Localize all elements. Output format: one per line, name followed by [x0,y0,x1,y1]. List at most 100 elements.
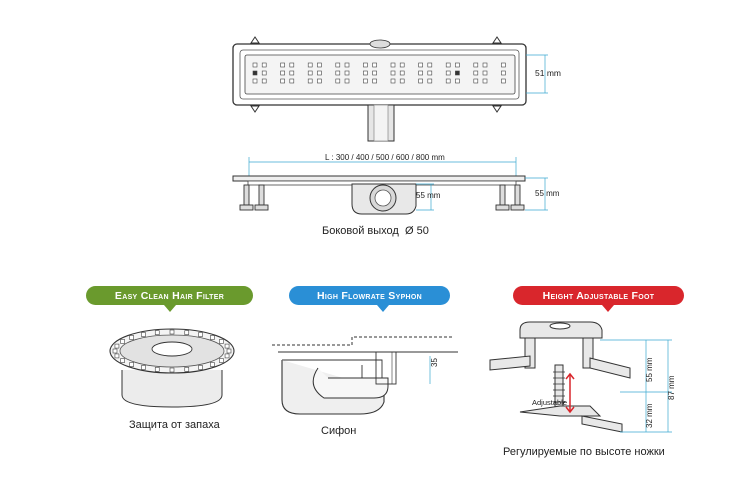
grate-slot [427,70,433,76]
grate-slot [482,62,488,68]
filter-slot [210,335,215,340]
filter-slot [154,367,160,372]
grate-slot [390,70,396,76]
filter-slot [129,362,134,367]
filter-slot [169,367,175,373]
grate-slot [317,78,322,84]
feature-title: High Flowrate Syphon [316,289,423,302]
grate-slot [317,70,322,76]
filter-slot [198,332,203,337]
filter-slot [120,339,125,344]
filter-slot [210,362,215,367]
feet-height-dimension: 55 mm [535,189,560,198]
grate-slot [280,78,285,84]
foot-dimension-b: 32 mm [645,403,654,428]
grate-slot [455,70,460,76]
grate-slot [390,78,396,84]
grate-slot [418,78,423,84]
filter-slot [219,339,224,344]
grate-slot [363,62,368,68]
badge-pointer [164,305,176,312]
adjustable-label: Adjustable [532,398,568,407]
grate-slot [372,62,377,68]
outlet-height-dimension: 55 mm [416,191,441,200]
grate-slot [473,70,479,76]
grate-slot [307,78,313,84]
grate-slot [289,70,295,76]
grate-slot [473,78,479,84]
grate-slot [261,62,267,68]
hair-filter-caption: Защита от запаха [129,419,220,431]
grate-slot [372,70,377,76]
filter-slot [169,329,175,335]
badge-pointer [377,305,389,312]
top-width-dimension: 51 mm [535,68,561,78]
length-dimension: L : 300 / 400 / 500 / 600 / 800 mm [325,153,445,162]
grate-slot [363,78,368,84]
grate-slot [372,78,377,84]
filter-slot [184,330,190,335]
grate-slot [482,78,488,84]
grate-slot [427,78,433,84]
grate-slot [307,70,313,76]
grate-slot [399,70,405,76]
feature-badge-adjustable-foot: Height Adjustable Foot [513,286,684,305]
grate-slot [252,70,258,76]
grate-slot [427,62,433,68]
badge-pointer [602,305,614,312]
filter-slot [154,330,160,335]
grate-slot [289,62,295,68]
grate-slot [445,78,451,84]
grate-slot [280,70,285,76]
grate-slot [399,78,405,84]
grate-slot [501,62,506,68]
foot-dimension-c: 87 mm [667,375,676,400]
grate-slot [482,70,488,76]
grate-slot [307,62,313,68]
filter-slot [141,332,146,337]
grate-slot [252,62,258,68]
grate-slot [418,70,423,76]
filter-slot [224,353,230,359]
adjustable-foot-caption: Регулируемые по высоте ножки [503,446,665,458]
filter-slot [184,367,190,372]
grate-slot [261,78,267,84]
grate-slot [344,62,350,68]
grate-slot [455,62,460,68]
grate-slot [445,70,451,76]
filter-slot [226,348,232,354]
filter-slot [114,353,120,359]
grate-slot [418,62,423,68]
filter-slot [114,343,120,349]
syphon-caption: Сифон [321,425,357,437]
grate-slot [280,62,285,68]
grate-slot [399,62,405,68]
grate-slot [501,70,506,76]
filter-slot [219,358,224,363]
grate-slot [363,70,368,76]
filter-slot [120,358,125,363]
foot-dimension-a: 55 mm [645,357,654,382]
feature-title: Height Adjustable Foot [542,289,655,302]
grate-slot [445,62,451,68]
grate-slot [335,62,341,68]
filter-slot [141,365,146,370]
grate-slot [344,70,350,76]
feature-badge-syphon: High Flowrate Syphon [289,286,450,305]
filter-slot [198,365,203,370]
filter-slot [112,348,118,354]
filter-slot [224,343,230,349]
grate-slot [473,62,479,68]
grate-slot [344,78,350,84]
grate-slot [335,70,341,76]
grate-slot [252,78,258,84]
side-outlet-caption: Боковой выход Ø 50 [322,225,429,237]
grate-slot [335,78,341,84]
grate-slot [390,62,396,68]
filter-slot [129,335,134,340]
